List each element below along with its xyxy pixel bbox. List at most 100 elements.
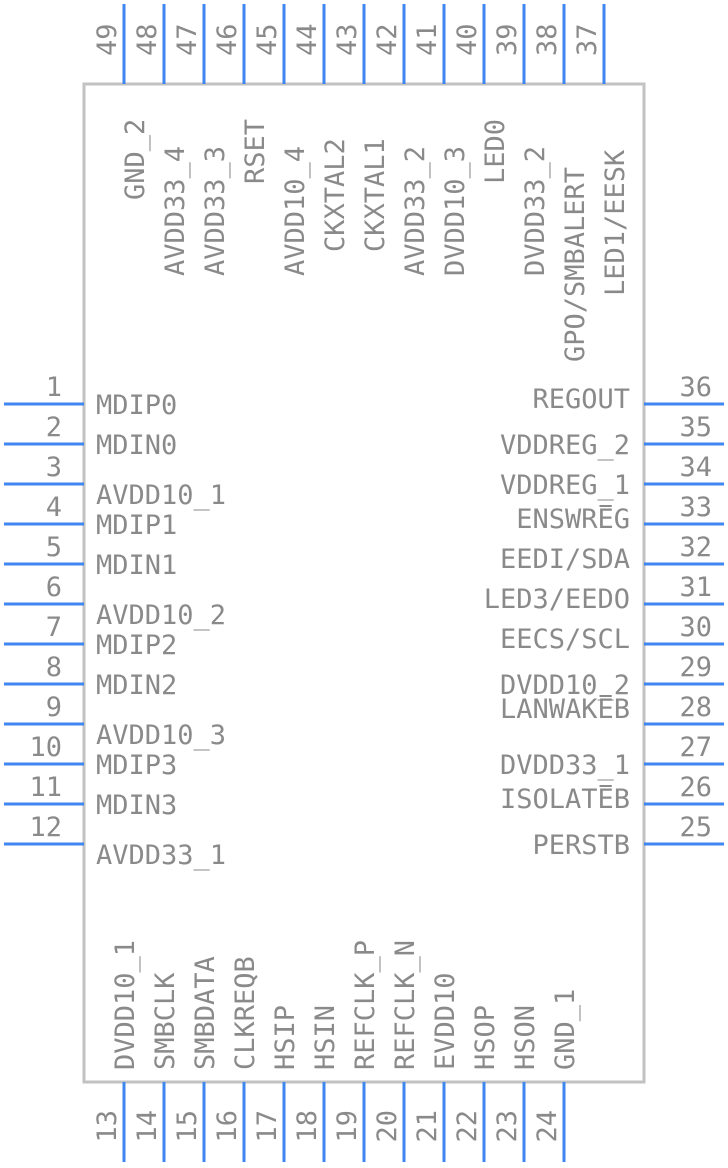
pin-label: MDIN3 xyxy=(96,790,177,821)
pin-number: 6 xyxy=(46,572,62,603)
pin-number: 30 xyxy=(679,612,712,643)
pin-number: 13 xyxy=(92,1110,123,1143)
pin-number: 8 xyxy=(46,652,62,683)
pin-number: 22 xyxy=(452,1110,483,1143)
pin-number: 15 xyxy=(172,1110,203,1143)
pin-label: CKXTAL2 xyxy=(320,138,351,252)
pin-label: AVDD33_2 xyxy=(400,146,431,276)
pin-label: AVDD33_1 xyxy=(96,840,226,871)
pin-number: 1 xyxy=(46,372,62,403)
pin-label: HSIP xyxy=(270,1005,301,1070)
pin-label: MDIP2 xyxy=(96,630,177,661)
pin-label: DVDD33_2 xyxy=(520,146,551,276)
pin-label: MDIP3 xyxy=(96,750,177,781)
pin-number: 26 xyxy=(679,772,712,803)
pin-number: 3 xyxy=(46,452,62,483)
pin-number: 38 xyxy=(532,23,563,56)
pin-label: REFCLK_N xyxy=(390,940,421,1070)
pin-label: EECS/SCL xyxy=(500,624,630,655)
pin-label: MDIN2 xyxy=(96,670,177,701)
pin-label: MDIP0 xyxy=(96,390,177,421)
pin-label: AVDD10_1 xyxy=(96,480,226,511)
pin-number: 16 xyxy=(212,1110,243,1143)
pin-number: 2 xyxy=(46,412,62,443)
pin-label: ENSWREG xyxy=(516,504,630,535)
pin-number: 17 xyxy=(252,1110,283,1143)
pin-label: CKXTAL1 xyxy=(360,138,391,252)
pin-label: DVDD10_1 xyxy=(110,940,141,1070)
pin-number: 23 xyxy=(492,1110,523,1143)
pin-label: LANWAKEB xyxy=(500,694,630,725)
pin-label: DVDD10_3 xyxy=(440,146,471,276)
pin-label: AVDD33_3 xyxy=(200,146,231,276)
pin-number: 40 xyxy=(452,23,483,56)
pin-label: GND_2 xyxy=(120,119,151,200)
pin-label: GND_1 xyxy=(550,989,581,1070)
pin-number: 46 xyxy=(212,23,243,56)
pin-number: 14 xyxy=(132,1110,163,1143)
pin-number: 48 xyxy=(132,23,163,56)
pin-label: SMBDATA xyxy=(190,956,221,1070)
pin-number: 45 xyxy=(252,23,283,56)
pin-number: 43 xyxy=(332,23,363,56)
pin-number: 34 xyxy=(679,452,712,483)
bottom-pins: 13 DVDD10_1 14 SMBCLK 15 SMBDATA 16 CLKREQB 17 HS… xyxy=(92,940,581,1162)
pin-number: 41 xyxy=(412,23,443,56)
pin-number: 11 xyxy=(29,772,62,803)
pin-number: 28 xyxy=(679,692,712,723)
pin-number: 29 xyxy=(679,652,712,683)
pin-label: AVDD10_4 xyxy=(280,146,311,276)
pin-number: 31 xyxy=(679,572,712,603)
pin-label: EEDI/SDA xyxy=(500,544,630,575)
pin-label: VDDREG_1 xyxy=(500,470,630,501)
pin-label: SMBCLK xyxy=(150,972,181,1070)
pin-label: PERSTB xyxy=(532,830,630,861)
pin-number: 27 xyxy=(679,732,712,763)
pin-label: MDIN1 xyxy=(96,550,177,581)
pin-label: HSOP xyxy=(470,1005,501,1070)
pin-number: 24 xyxy=(532,1110,563,1143)
pin-label: RSET xyxy=(240,119,271,184)
pin-number: 21 xyxy=(412,1110,443,1143)
pin-number: 4 xyxy=(46,492,62,523)
pin-number: 49 xyxy=(92,23,123,56)
pin-label: REFCLK_P xyxy=(350,940,381,1070)
pin-label: VDDREG_2 xyxy=(500,430,630,461)
pin-number: 7 xyxy=(46,612,62,643)
pin-number: 10 xyxy=(29,732,62,763)
pin-number: 12 xyxy=(29,812,62,843)
pin-number: 32 xyxy=(679,532,712,563)
pin-number: 19 xyxy=(332,1110,363,1143)
pin-number: 36 xyxy=(679,372,712,403)
pin-number: 37 xyxy=(572,23,603,56)
pin-label: LED1/EESK xyxy=(600,149,631,296)
pin-label: MDIP1 xyxy=(96,510,177,541)
pin-number: 18 xyxy=(292,1110,323,1143)
pin-label: AVDD33_4 xyxy=(160,146,191,276)
pin-label: CLKREQB xyxy=(230,956,261,1070)
pin-label: DVDD33_1 xyxy=(500,750,630,781)
pin-number: 9 xyxy=(46,692,62,723)
pin-label: AVDD10_3 xyxy=(96,720,226,751)
pin-number: 39 xyxy=(492,23,523,56)
pin-label: EVDD10 xyxy=(430,972,461,1070)
pin-number: 35 xyxy=(679,412,712,443)
pin-number: 20 xyxy=(372,1110,403,1143)
pin-label: ISOLATEB xyxy=(500,784,630,815)
pin-number: 33 xyxy=(679,492,712,523)
pin-label: HSIN xyxy=(310,1005,341,1070)
pin-label: GPO/SMBALERT xyxy=(560,167,591,362)
right-pins: 36REGOUT35VDDREG_234VDDREG_133ENSWREG32E… xyxy=(484,372,724,861)
pin-number: 44 xyxy=(292,23,323,56)
pin-label: LED0 xyxy=(480,119,511,184)
pin-label: LED3/EEDO xyxy=(484,584,630,615)
pin-label: HSON xyxy=(510,1005,541,1070)
pin-number: 25 xyxy=(679,812,712,843)
pin-number: 5 xyxy=(46,532,62,563)
pin-label: AVDD10_2 xyxy=(96,600,226,631)
pin-number: 42 xyxy=(372,23,403,56)
pin-label: MDIN0 xyxy=(96,430,177,461)
